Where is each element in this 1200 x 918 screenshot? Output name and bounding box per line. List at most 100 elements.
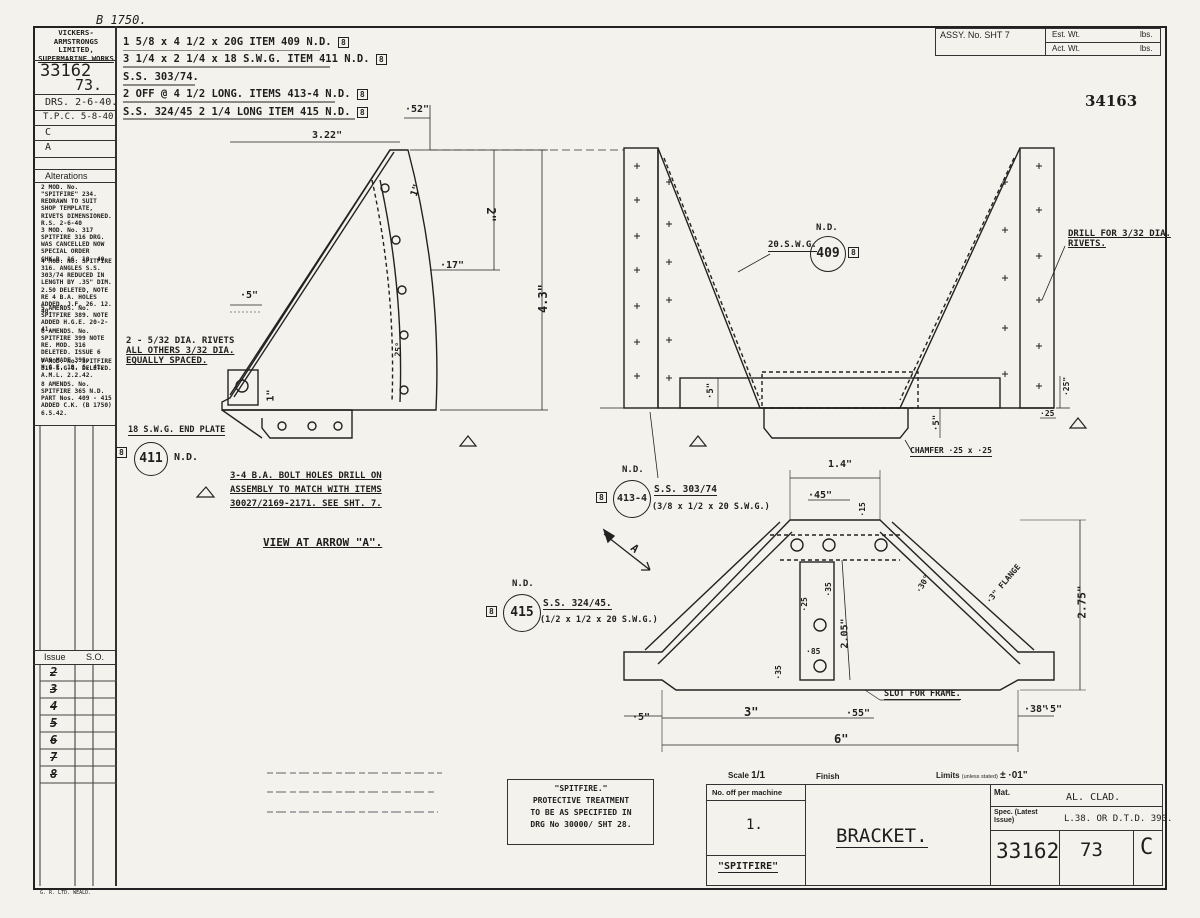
drawing-ref-number: 33162 — [40, 61, 92, 81]
dim-plan-035a: ·35 — [823, 582, 833, 597]
item-413-spec: S.S. 303/74 — [654, 484, 717, 497]
assy-label: ASSY. No. SHT 7 — [940, 30, 1010, 40]
issue-header: Issue S.O. — [44, 652, 105, 662]
alteration-entry: 4 MOD. No. SPITFIRE 316. ANGLES S.S. 303… — [41, 258, 112, 315]
item-409-balloon: 409 — [810, 236, 846, 272]
approved-by: A — [45, 142, 52, 153]
alteration-entry: 5 AMENDS. No. SPITFIRE 389. NOTE ADDED H… — [41, 305, 109, 334]
alteration-entry: 7 MOD. No. SPITFIRE 316 S.G.G. DELETED. … — [41, 358, 112, 380]
item-413-size: (3/8 x 1/2 x 20 S.W.G.) — [652, 502, 770, 512]
left-base-flange — [222, 409, 353, 439]
rivets-note: 2 - 5/32 DIA. RIVETS ALL OTHERS 3/32 DIA… — [126, 336, 235, 366]
no-off-label: No. off per machine — [712, 788, 783, 797]
alterations-title: Alterations — [45, 171, 88, 181]
item-409-prefix: N.D. — [816, 223, 838, 233]
alteration-ruling — [39, 426, 94, 651]
aircraft-name: "SPITFIRE" — [718, 861, 779, 873]
end-plate — [227, 369, 259, 406]
dim-left-2: 2" — [483, 207, 498, 222]
front-left-upright — [623, 147, 659, 409]
item-413-prefix: N.D. — [622, 465, 644, 475]
dim-left-top: ·52" — [405, 104, 430, 115]
issue-entry: 8 — [50, 767, 58, 781]
front-foot — [763, 408, 909, 439]
item-415-size: (1/2 x 1/2 x 20 S.W.G.) — [540, 615, 658, 625]
spec-label: Spec. (Latest Issue) — [994, 809, 1038, 825]
dim-front-foot: ·5" — [932, 414, 943, 432]
dim-plan-05a: ·5" — [632, 712, 651, 723]
dim-plan-045: ·45" — [808, 490, 833, 501]
plan-profile — [623, 519, 1055, 691]
corner-number: 34163 — [1085, 92, 1138, 110]
dim-plan-205: 2.05" — [839, 618, 851, 649]
item-415-prefix: N.D. — [512, 579, 534, 589]
scale-label: Scale 1/1 — [728, 770, 766, 781]
alteration-entry: 3 MOD. No. 317 SPITFIRE 316 DRG. WAS CAN… — [41, 227, 105, 263]
material-value: AL. CLAD. — [1066, 792, 1121, 803]
item-413-rev: 8 — [596, 492, 607, 503]
dim-left-05: ·5" — [240, 290, 259, 301]
alteration-entry: 6 AMENDS. No. SPITFIRE 399 NOTE RE. MOD.… — [41, 328, 105, 371]
view-title: VIEW AT ARROW "A". — [263, 536, 383, 549]
item-411-suffix: N.D. — [174, 452, 199, 463]
item-line: 2 OFF @ 4 1/2 LONG. ITEMS 413-4 N.D. 8 — [123, 88, 368, 101]
drawing-number: 33162 — [996, 839, 1060, 863]
drawn-by: DRS. 2-6-40. — [45, 97, 118, 108]
end-plate-label: 18 S.W.G. END PLATE — [128, 425, 226, 437]
item-415-balloon: 415 — [503, 594, 541, 632]
issue-entry: 6 — [50, 733, 58, 747]
dim-plan-3: 3" — [744, 705, 759, 719]
checked-by: C — [45, 127, 52, 138]
dim-plan-275: 2.75" — [1075, 585, 1089, 619]
bolt-note: 3-4 B.A. BOLT HOLES DRILL ON ASSEMBLY TO… — [230, 471, 382, 509]
top-ref: B 1750. — [96, 13, 147, 27]
dim-left-017: ·17" — [440, 260, 465, 271]
est-weight-label: Est. Wt. — [1052, 30, 1080, 39]
faded-stamp — [267, 772, 442, 813]
drawing-border — [33, 26, 1167, 890]
item-line: S.S. 303/74. — [123, 71, 199, 83]
limits-label: Limits (unless stated) ± ·01" — [936, 770, 1028, 781]
dim-left-angle: 25° — [393, 341, 404, 357]
dim-left-plate: 1" — [265, 389, 277, 402]
slot-label: SLOT FOR FRAME. — [884, 689, 961, 701]
front-right-upright — [1019, 147, 1055, 409]
protective-treatment-note: "SPITFIRE." PROTECTIVE TREATMENT TO BE A… — [530, 784, 632, 829]
finish-label: Finish — [816, 772, 840, 781]
no-off-value: 1. — [746, 817, 763, 833]
dim-front-025v: ·25" — [1062, 376, 1072, 397]
drawing-title: BRACKET. — [836, 825, 928, 848]
item-line: 1 5/8 x 4 1/2 x 20G ITEM 409 N.D. 8 — [123, 36, 349, 49]
issue-letter: C — [1140, 835, 1154, 860]
item-415-rev: 8 — [486, 606, 497, 617]
alteration-entry: 2 MOD. No. "SPITFIRE" 234. REDRAWN TO SU… — [41, 184, 112, 227]
dim-plan-025: ·25 — [799, 597, 809, 612]
dim-plan-038: ·38" — [1024, 704, 1049, 715]
material-label: Mat. — [994, 788, 1010, 797]
dim-front-025h: ·25 — [1040, 409, 1055, 418]
item-list-underlines — [123, 50, 355, 120]
view-arrow-a — [603, 533, 651, 571]
chamfer-note: CHAMFER ·25 x ·25 — [910, 446, 992, 457]
printer-mark: G. R. LTD. WEALD. — [40, 890, 92, 896]
gauge-label: 20.S.W.G. — [768, 240, 817, 252]
item-415-spec: S.S. 324/45. — [543, 598, 612, 611]
dim-plan-015: ·15 — [857, 502, 867, 517]
act-weight-label: Act. Wt. — [1052, 44, 1080, 53]
issue-entry: 3 — [50, 682, 58, 696]
item-409-rev: 8 — [848, 247, 859, 258]
dim-left-height: 4.3" — [535, 284, 550, 314]
drill-note: DRILL FOR 3/32 DIA. RIVETS. — [1068, 229, 1171, 249]
item-411-rev: 8 — [116, 447, 127, 458]
est-weight-unit: lbs. — [1140, 30, 1153, 39]
traced-by: T.P.C. 5-8-40. — [43, 112, 119, 122]
protective-treatment-box — [507, 779, 654, 845]
plan-slot — [799, 561, 835, 681]
dim-plan-14: 1.4" — [828, 459, 853, 470]
dim-plan-05b: ·5" — [1044, 704, 1063, 715]
sheet-number: 73 — [1080, 839, 1103, 861]
front-base — [679, 377, 1001, 409]
dim-plan-035b: ·35 — [773, 665, 783, 680]
item-413-balloon: 413-4 — [613, 480, 651, 518]
